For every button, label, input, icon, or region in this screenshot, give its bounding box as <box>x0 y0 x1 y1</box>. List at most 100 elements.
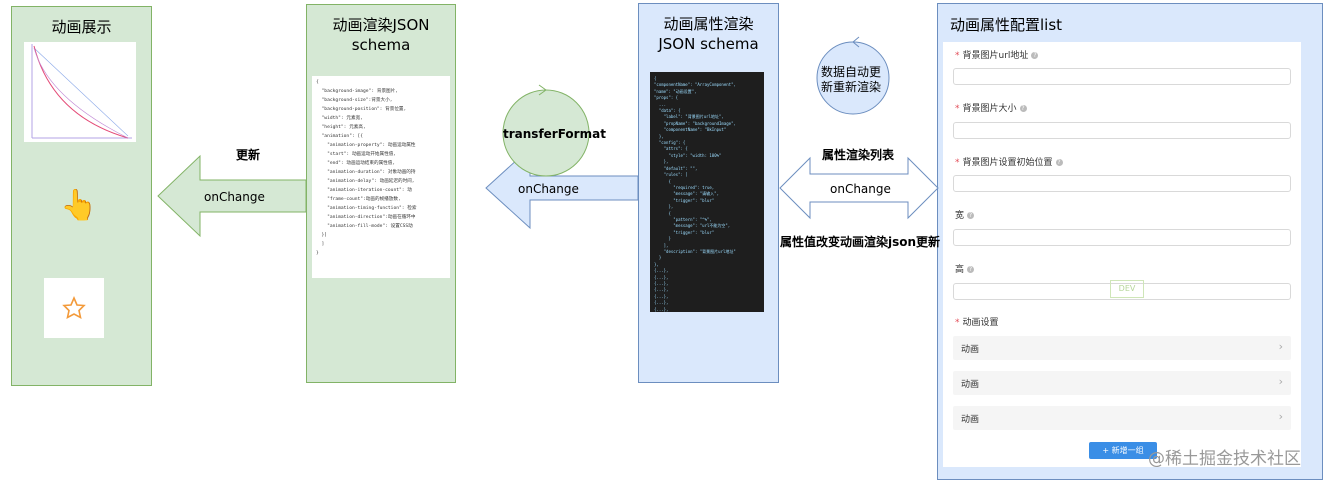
code-line: "start": 动画运动开始属性值, <box>316 152 397 157</box>
code-line: "propName": "backgroundImage", <box>654 120 736 126</box>
code-line: ], <box>654 242 669 248</box>
code-line: "animation-property": 动画运动属性 <box>316 143 416 148</box>
code-line: }, <box>654 159 669 165</box>
code-line: }, <box>654 204 674 210</box>
code-line: "background-size":背景大小, <box>316 98 393 103</box>
code-line: "pattern": "^%", <box>654 216 712 222</box>
code-line: "config": { <box>654 140 686 146</box>
easing-curve-preview <box>24 42 136 142</box>
code-line: { <box>654 210 671 216</box>
code-line: ... <box>654 101 667 107</box>
attr-value-change-label: 属性值改变动画渲染json更新 <box>780 235 941 249</box>
field-label-bg-url: *背景图片url地址? <box>955 51 1039 61</box>
code-line: ] <box>316 242 325 247</box>
code-line: "animation": [{ <box>316 134 364 139</box>
code-line: "frame-count":动画的帧播放数, <box>316 197 401 202</box>
code-line: "name": "动画设置", <box>654 88 697 94</box>
onchange-left-label: onChange <box>204 190 265 204</box>
field-label-bg-size: *背景图片大小? <box>955 104 1027 114</box>
code-line: "description": "背景图片url地址" <box>654 248 736 254</box>
bg-position-input[interactable] <box>953 175 1291 192</box>
code-line: {...}, <box>654 300 669 306</box>
code-line: "animation-delay": 动画延迟的时间, <box>316 179 415 184</box>
code-line: "animation-duration": 对象动画的持 <box>316 170 416 175</box>
code-line: "data": { <box>654 108 681 114</box>
bg-size-input[interactable] <box>953 122 1291 139</box>
attr-schema-code: { "componentName": "ArrayComponent","name… <box>650 72 764 312</box>
chevron-right-icon: › <box>1278 340 1283 353</box>
code-line: "default": "", <box>654 165 698 171</box>
code-line: {...}, <box>654 293 669 299</box>
code-line: } <box>316 251 319 256</box>
width-input[interactable] <box>953 229 1291 246</box>
code-line: }] <box>316 233 328 238</box>
star-icon <box>62 295 86 320</box>
code-line: "width": 元素宽, <box>316 116 363 121</box>
code-line: "componentName": "BkInput" <box>654 127 727 133</box>
code-line: "background-image": 背景图片, <box>316 89 398 94</box>
attr-schema-title-1: 动画属性渲染 <box>663 15 754 33</box>
code-line: "style": "width: 100%" <box>654 152 722 158</box>
pointing-hand-icon: 👆 <box>60 188 98 223</box>
code-line: "animation-fill-mode": 设置CSS动 <box>316 224 413 229</box>
code-line: "message": "url不能为空", <box>654 223 731 229</box>
field-label-height: 高? <box>955 265 975 275</box>
code-line: "trigger": "blur" <box>654 229 715 235</box>
code-line: {...}, <box>654 268 669 274</box>
code-line: "end": 动画运动结束的属性值, <box>316 161 396 166</box>
field-label-width: 宽? <box>955 211 975 221</box>
animation-row[interactable]: 动画 › <box>953 406 1291 430</box>
code-line: {...}, <box>654 306 669 312</box>
auto-update-label: 数据自动更 新重新渲染 <box>821 65 882 94</box>
chevron-right-icon: › <box>1278 375 1283 388</box>
code-line: "height": 元素高, <box>316 125 366 130</box>
code-line: "trigger": "blur" <box>654 197 715 203</box>
code-line: "animation-direction":动画在循环中 <box>316 215 416 220</box>
animation-display-title: 动画展示 <box>51 18 112 36</box>
dev-tag: DEV <box>1110 280 1144 298</box>
bg-url-input[interactable] <box>953 68 1291 85</box>
code-line: {...}, <box>654 287 669 293</box>
attr-config-form: *背景图片url地址? *背景图片大小? *背景图片设置初始位置? 宽? 高? … <box>943 42 1301 467</box>
code-line: {...}, <box>654 274 669 280</box>
code-line: }, <box>654 133 664 139</box>
code-line: }, <box>654 261 659 267</box>
add-group-button[interactable]: + 新增一组 <box>1089 442 1157 459</box>
onchange-right-label: onChange <box>830 182 891 196</box>
code-line: "background-position": 背景位置, <box>316 107 407 112</box>
render-schema-title-1: 动画渲染JSON <box>332 16 430 34</box>
height-input[interactable] <box>953 283 1291 300</box>
star-preview-card <box>44 278 104 338</box>
code-line: { <box>316 80 319 85</box>
code-line: "animation-timing-function": 检索 <box>316 206 417 211</box>
attr-schema-title-2: JSON schema <box>658 35 759 53</box>
code-line: "componentName": "ArrayComponent", <box>654 82 736 88</box>
update-label: 更新 <box>236 148 261 162</box>
onchange-mid-label: onChange <box>518 182 579 196</box>
attr-config-title: 动画属性配置list <box>950 16 1063 34</box>
code-line: "required": true, <box>654 184 715 190</box>
code-line: {...}, <box>654 281 669 286</box>
render-schema-code: { "background-image": 背景图片, "background-… <box>312 76 450 278</box>
code-line: "props": { <box>654 95 679 101</box>
animation-row[interactable]: 动画 › <box>953 371 1291 395</box>
field-label-bg-position: *背景图片设置初始位置? <box>955 158 1063 168</box>
attr-list-label: 属性渲染列表 <box>822 148 895 162</box>
chevron-right-icon: › <box>1278 410 1283 423</box>
code-line: } <box>654 236 671 242</box>
code-line: "animation-iteration-count": 动 <box>316 188 412 193</box>
easing-curve-chart <box>31 44 132 139</box>
animation-row-label: 动画 <box>961 415 980 425</box>
animation-row[interactable]: 动画 › <box>953 336 1291 360</box>
code-line: "label": "背景图片url地址", <box>654 114 724 120</box>
code-line: } <box>654 255 662 261</box>
code-line: "attrs": { <box>654 146 688 152</box>
field-label-animation: *动画设置 <box>955 318 999 328</box>
render-schema-title-2: schema <box>351 36 411 54</box>
code-line: "message": "请输入", <box>654 191 719 197</box>
code-line: { <box>654 178 671 184</box>
transfer-format-label: transferFormat <box>503 127 606 141</box>
animation-row-label: 动画 <box>961 380 980 390</box>
animation-row-label: 动画 <box>961 345 980 355</box>
code-line: "rules": [ <box>654 172 688 178</box>
